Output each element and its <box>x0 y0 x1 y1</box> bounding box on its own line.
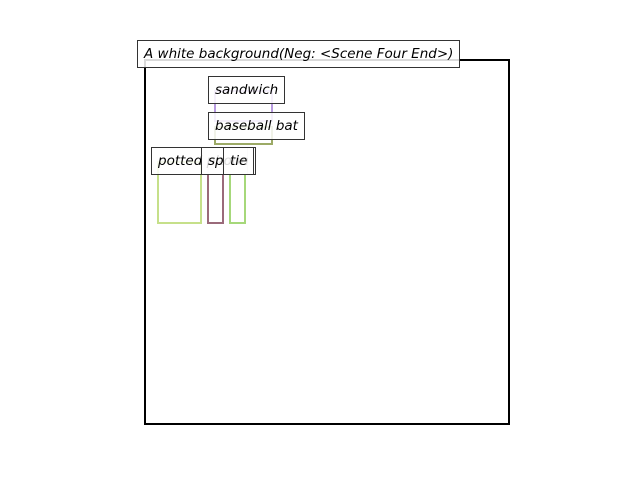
tie-label: tie <box>223 147 255 175</box>
sandwich-label: sandwich <box>208 76 286 104</box>
baseball-bat-label: baseball bat <box>208 112 305 140</box>
scene-frame <box>144 59 510 425</box>
scene-caption: A white background(Neg: <Scene Four End>… <box>137 40 461 68</box>
